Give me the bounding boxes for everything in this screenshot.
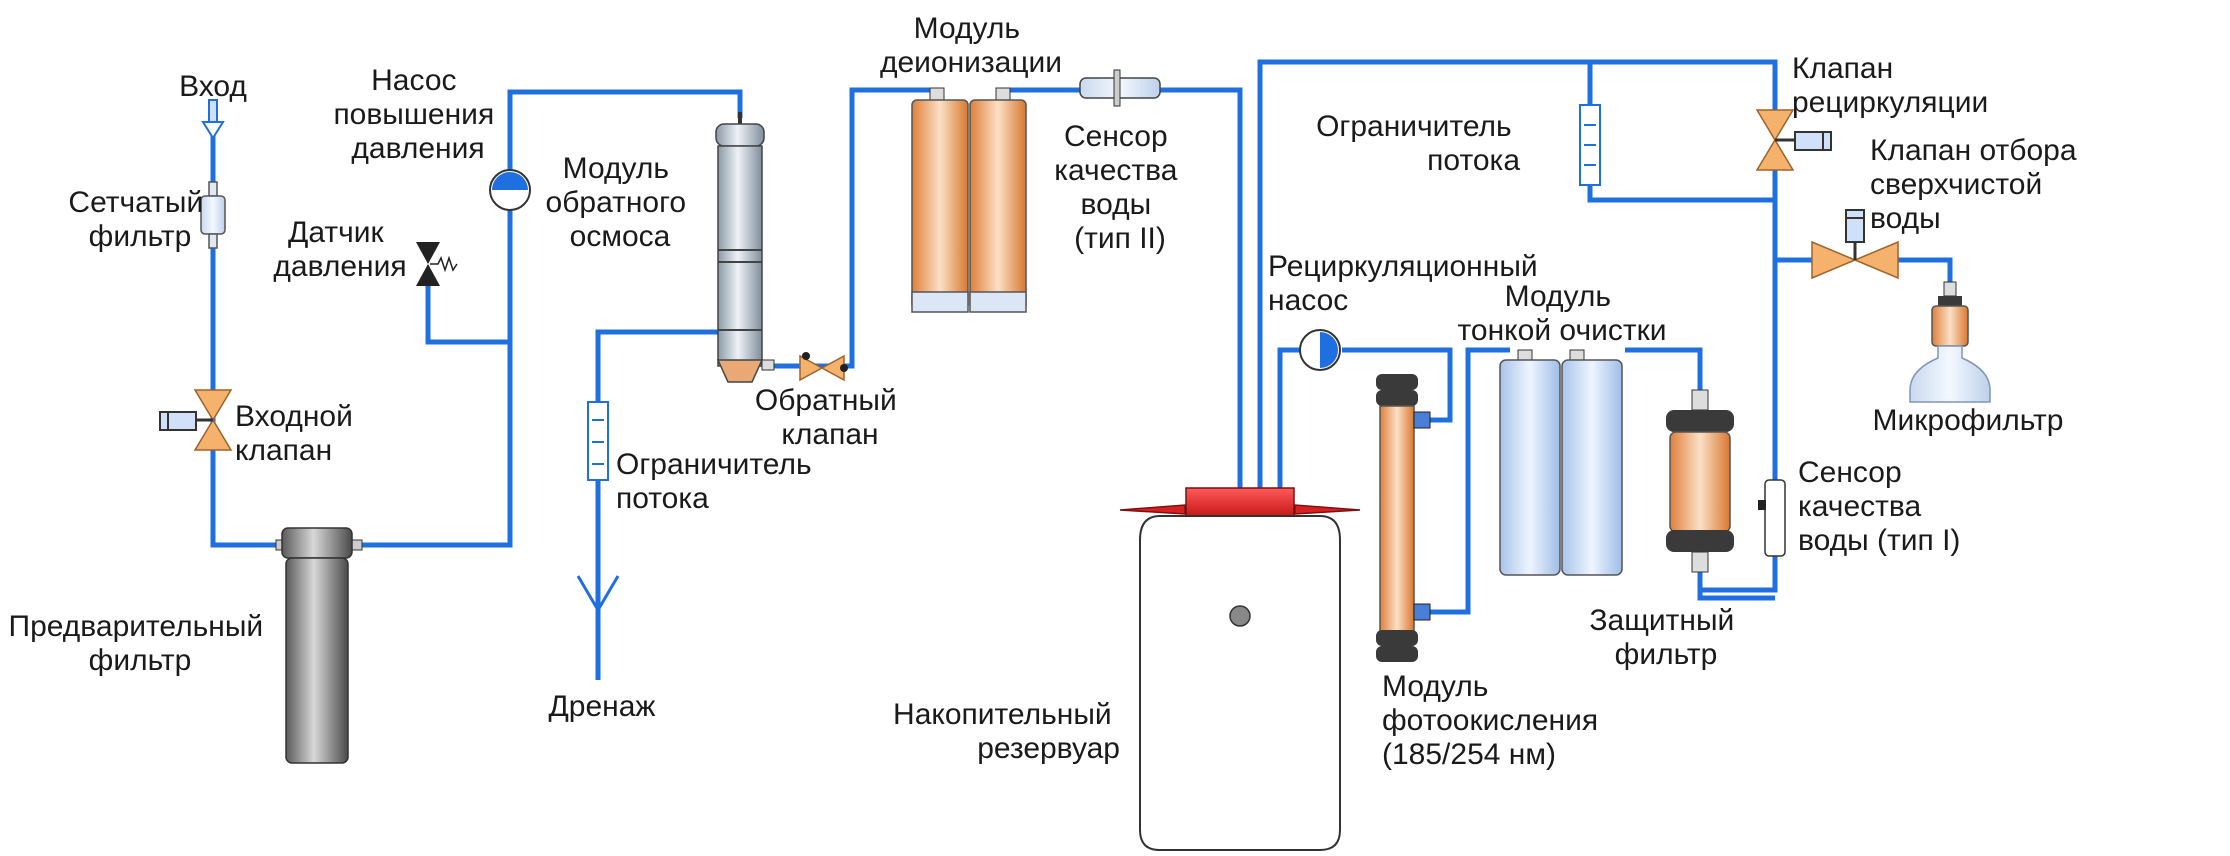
pipe-inlet-line [210, 120, 290, 548]
label-drain: Дренаж [548, 690, 655, 723]
prefilter-icon [275, 527, 363, 764]
pressure-sensor-icon [416, 242, 458, 286]
pipe-dispense-out [1890, 257, 1953, 285]
label-recirc-pump: Рециркуляционный насос [1268, 250, 1546, 317]
inlet-arrow-icon [201, 99, 225, 140]
pipe-recirc-out [1342, 347, 1453, 423]
label-sensor-type2: Сенсор качества воды (тип II) [1054, 120, 1186, 255]
check-valve-icon [799, 352, 848, 382]
label-microfilter: Микрофильтр [1873, 404, 2064, 437]
label-check-valve: Обратный клапан [755, 384, 905, 451]
sensor-type1-icon [1758, 479, 1786, 557]
label-inlet: Вход [179, 70, 247, 103]
label-flow-limiter-1: Ограничитель потока [616, 448, 820, 515]
microfilter-icon [1909, 281, 1991, 403]
pipe-guard-out [1697, 560, 1775, 601]
diagram-labels: Вход Сетчатый фильтр Насос повышения дав… [9, 12, 2085, 771]
sensor-type2-icon [1079, 69, 1161, 107]
label-dispense-valve: Клапан отбора сверхчистой воды [1870, 134, 2085, 235]
pipe-photo-to-polish [1428, 347, 1510, 615]
label-ro-module: Модуль обратного осмоса [546, 152, 695, 253]
pipe-pressure-sensor [425, 270, 510, 345]
pipe-tank-recirc [1277, 347, 1300, 490]
label-inlet-valve: Входной клапан [235, 400, 361, 467]
pipe-prefilter-out [348, 89, 743, 548]
booster-pump-icon [489, 169, 531, 211]
deion-module-icon [911, 87, 1027, 313]
dispense-valve-icon [1811, 209, 1899, 280]
label-polish-module: Модуль тонкой очистки [1458, 280, 1667, 347]
label-sensor-type1: Сенсор качества воды (тип I) [1798, 456, 1960, 557]
guard-filter-icon [1666, 389, 1734, 573]
polish-module-icon [1499, 349, 1623, 576]
label-recirc-valve: Клапан рециркуляции [1792, 52, 1988, 119]
drain-icon [576, 575, 620, 613]
inlet-valve-icon [159, 389, 233, 451]
ro-module-icon [715, 112, 775, 383]
pipe-top-loop [1257, 59, 1778, 490]
label-pressure-sensor: Датчик давления [273, 216, 406, 283]
photo-module-icon [1376, 374, 1431, 662]
flow-limiter-1-icon [587, 401, 609, 481]
label-flow-limiter-2: Ограничитель потока [1316, 110, 1520, 177]
flow-limiter-2-icon [1579, 104, 1601, 186]
label-mesh-filter: Сетчатый фильтр [68, 186, 211, 253]
pipe-limiter-return [1587, 168, 1778, 203]
label-prefilter: Предварительный фильтр [9, 610, 272, 677]
storage-tank-icon [1119, 487, 1361, 851]
label-tank: Накопительный резервуар [893, 698, 1120, 765]
label-guard-filter: Защитный фильтр [1589, 604, 1742, 671]
label-photo-module: Модуль фотоокисления (185/254 нм) [1382, 670, 1606, 771]
mesh-filter-icon [200, 181, 226, 249]
recirc-valve-icon [1755, 109, 1832, 171]
recirc-pump-icon [1299, 329, 1341, 371]
label-deion-module: Модуль деионизации [880, 12, 1062, 79]
pipe-polish-to-guard [1625, 347, 1703, 395]
label-booster-pump: Насос повышения давления [333, 64, 502, 165]
pipe-drain-line [595, 329, 740, 680]
